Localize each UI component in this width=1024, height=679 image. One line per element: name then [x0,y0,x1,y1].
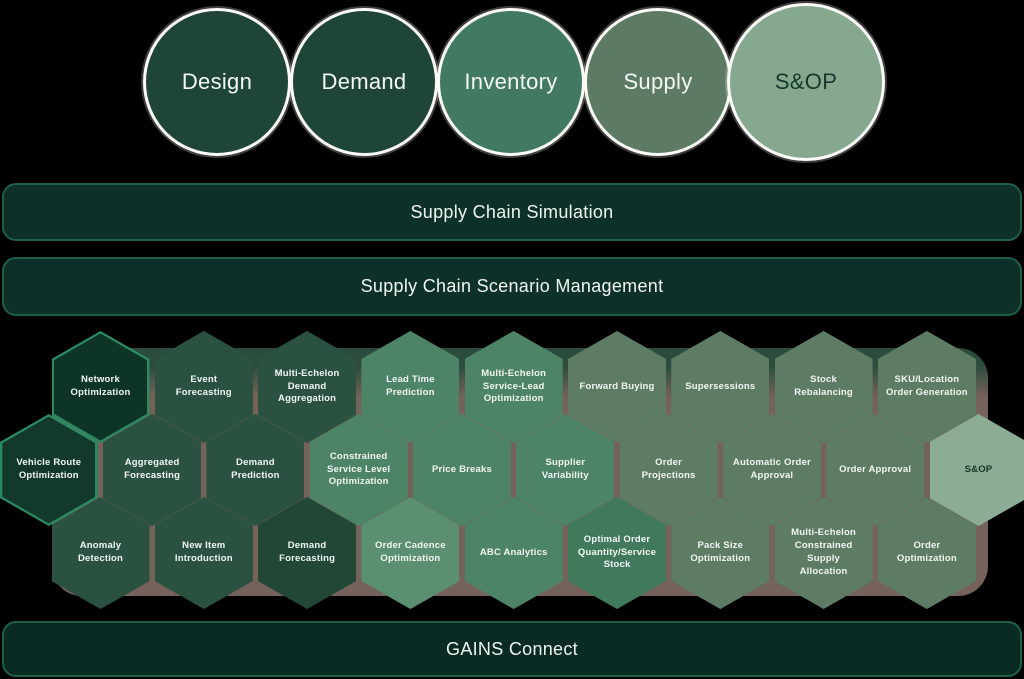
hexagon-label: Order Optimization [896,540,957,564]
gains-connect-label: GAINS Connect [446,638,578,659]
hexagon-fill [464,497,563,609]
hexagon-label: Optimal Order Quantity/Service Stock [577,533,657,571]
hexagon-label: New Item Introduction [174,540,233,564]
pillar-label: Inventory [464,69,558,94]
hexagon-label: Pack Size Optimization [690,540,751,564]
hexagon-label: Constrained Service Level Optimization [327,450,391,488]
hexagon-label: Demand Prediction [231,457,280,481]
hexagon-fill [2,416,96,524]
hexagon-label: Vehicle Route Optimization [16,457,82,481]
hexagon-fill [51,497,150,609]
hexagon-fill [568,497,666,609]
pillar-label: Design [181,69,253,94]
pillar-label: Supply [623,69,693,94]
hexagon-vehicle-route-optimization: Vehicle Route Optimization [0,414,98,526]
hexagon-order-optimization: Order Optimization [877,497,976,609]
hexagon-pack-size-optimization: Pack Size Optimization [671,497,770,609]
hexagon-label: Supplier Variability [541,457,589,481]
pillar-circle-supply: Supply [584,8,732,156]
hexagon-label: Lead Time Prediction [386,374,435,398]
hexagon-label: Automatic Order Approval [732,457,811,481]
hexagon-label: Multi-Echelon Demand Aggregation [274,367,340,405]
hexagon-label: Aggregated Forecasting [124,457,181,481]
hexagon-fill [258,497,357,609]
hexagon-fill [671,497,770,609]
gains-connect-bar: GAINS Connect [2,621,1022,677]
hexagon-label: SKU/Location Order Generation [885,374,968,398]
supply-chain-simulation-bar: Supply Chain Simulation [2,183,1022,241]
hexagon-multi-echelon-constrained-supply-allocation: Multi-Echelon Constrained Supply Allocat… [774,497,873,609]
hexagon-new-item-introduction: New Item Introduction [154,497,253,609]
hexagon-label: Forward Buying [579,380,655,392]
pillar-label: S&OP [774,69,838,94]
hexagon-label: ABC Analytics [479,546,548,558]
hexagon-label: Price Breaks [432,463,492,475]
hexagon-label: Order Projections [641,457,696,481]
hexagon-label: S&OP [964,463,993,475]
hexagon-abc-analytics: ABC Analytics [464,497,563,609]
pillar-circle-inventory: Inventory [437,8,585,156]
hexagon-anomaly-detection: Anomaly Detection [51,497,150,609]
hexagon-order-cadence-optimization: Order Cadence Optimization [361,497,460,609]
hexagon-label: Stock Rebalancing [794,374,853,398]
pillar-circle-design: Design [143,8,291,156]
hexagon-label: Order Cadence Optimization [375,540,446,564]
hexagon-fill [54,333,147,441]
pillar-label: Demand [321,69,407,94]
hexagon-label: Supersessions [685,380,756,392]
hexagon-demand-forecasting: Demand Forecasting [258,497,357,609]
supply-chain-scenario-management-label: Supply Chain Scenario Management [360,276,664,296]
hexagon-label: Order Approval [839,463,912,475]
hexagon-label: Event Forecasting [175,374,232,398]
pillar-circle-s-op: S&OP [727,3,885,161]
hexagon-fill [154,497,253,609]
pillar-circles: Design Demand Inventory Supply S&OP [0,0,1024,170]
supply-chain-scenario-management-bar: Supply Chain Scenario Management [2,257,1022,316]
hexagon-label: Multi-Echelon Service-Lead Optimization [481,367,547,405]
hexagon-fill [877,497,976,609]
hexagon-optimal-order-quantity-service-stock: Optimal Order Quantity/Service Stock [568,497,666,609]
hexagon-label: Network Optimization [70,374,131,398]
hexagon-label: Anomaly Detection [77,540,124,564]
hexagon-label: Multi-Echelon Constrained Supply Allocat… [791,527,857,577]
hexagon-fill [774,497,873,609]
hexagon-label: Demand Forecasting [279,540,336,564]
pillar-circle-demand: Demand [290,8,438,156]
hexagon-fill [361,497,460,609]
supply-chain-simulation-label: Supply Chain Simulation [410,201,614,222]
